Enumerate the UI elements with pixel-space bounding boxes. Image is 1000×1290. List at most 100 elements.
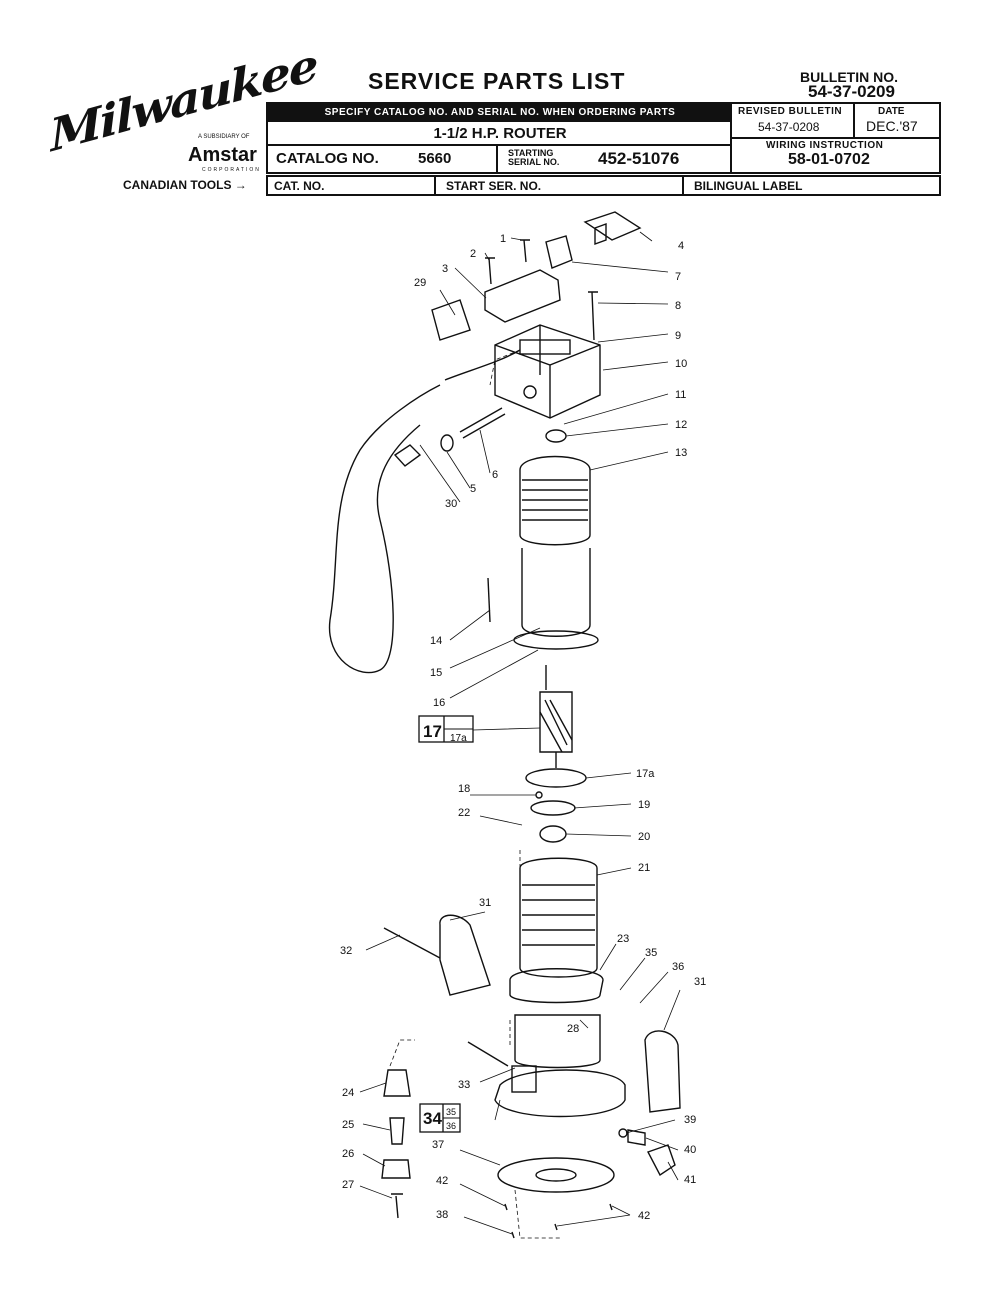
logo-amstar: Amstar [188,144,257,166]
callout-42-right: 42 [638,1210,650,1222]
base [494,1069,626,1118]
brush-spring [459,407,506,439]
housing-port [523,385,537,399]
callout-22: 22 [458,807,470,819]
callout-19: 19 [638,799,650,811]
callout-2: 2 [470,248,476,260]
callout-21: 21 [638,862,650,874]
sub-base-hole [535,1168,577,1182]
sub-base [497,1157,615,1193]
logo-corporation-text: CORPORATION [202,167,261,173]
revised-bulletin-number: 54-37-0208 [758,120,820,134]
catalog-number: 5660 [418,150,452,167]
callout-20: 20 [638,831,650,843]
page-title: SERVICE PARTS LIST [368,68,626,94]
divider [496,146,498,174]
callout-29: 29 [414,277,426,289]
callout-38: 38 [436,1209,448,1221]
housing-ribs [522,884,595,946]
base-upper [514,1014,601,1069]
callout-1: 1 [500,233,506,245]
field-shell [521,548,591,637]
switch-body [545,235,573,269]
start-ser-label: START SER. NO. [446,179,542,193]
base-clamp [511,1065,537,1093]
bulletin-label: BULLETIN NO. [800,69,898,85]
catalog-label: CATALOG NO. [276,150,379,167]
field-windings [522,479,588,521]
callout-8: 8 [675,300,681,312]
screw-27 [391,1193,403,1219]
callout-14: 14 [430,635,442,647]
callout-28: 28 [567,1023,579,1035]
callout-23: 23 [617,933,629,945]
arrow-right-icon: → [234,178,247,192]
starting-serial-label: STARTING SERIAL NO. [508,149,559,167]
collet-nut-24 [383,1069,411,1097]
callout-34-36: 36 [446,1121,456,1131]
date-label: DATE [878,106,905,117]
starting-label: STARTING [508,148,554,158]
callout-17a-box: 17a [450,733,467,744]
screw-14 [487,577,491,623]
bolt-33 [467,1041,509,1067]
callout-17a: 17a [636,768,655,780]
callout-35: 35 [645,947,657,959]
canadian-row: CAT. NO. START SER. NO. BILINGUAL LABEL [266,175,941,196]
serial-no-label: SERIAL NO. [508,157,560,167]
bolt-32 [383,927,441,959]
callout-40: 40 [684,1144,696,1156]
exploded-parts-diagram: 1 2 3 4 5 6 7 8 9 10 11 12 13 14 15 16 1… [328,211,706,1239]
revised-bulletin-label: REVISED BULLETIN [738,106,843,117]
divider [434,177,436,194]
fan-17a [525,768,587,788]
callout-25: 25 [342,1119,354,1131]
callout-13: 13 [675,447,687,459]
callout-6: 6 [492,469,498,481]
bearing-20 [539,825,567,843]
callout-5: 5 [470,483,476,495]
bulletin-number: 54-37-0209 [808,82,895,101]
cat-no-label: CAT. NO. [274,179,325,193]
housing-vent [519,339,571,355]
callout-37: 37 [432,1139,444,1151]
callout-34: 34 [423,1109,442,1128]
starting-serial-number: 452-51076 [598,149,680,168]
divider [730,137,941,139]
logo-subsidiary-text: A SUBSIDIARY OF [198,134,250,140]
armature [539,665,573,768]
screw-1 [520,239,530,263]
callout-36: 36 [672,961,684,973]
callout-34-35: 35 [446,1107,456,1117]
callout-4: 4 [678,240,684,252]
callout-3: 3 [442,263,448,275]
callout-10: 10 [675,358,687,370]
canadian-tools-label: CANADIAN TOOLS → [123,178,247,192]
callout-39: 39 [684,1114,696,1126]
handle-bracket [484,269,561,323]
callout-18: 18 [458,783,470,795]
screw-8 [588,291,598,341]
plug [393,444,422,467]
bearing-plate [530,800,576,816]
switch-button [583,211,642,245]
field-assembly [519,455,591,546]
callout-30: 30 [445,498,457,510]
callout-16: 16 [433,697,445,709]
baffle [513,630,599,650]
milwaukee-logo: Milwaukee A SUBSIDIARY OF Amstar CORPORA… [48,38,318,200]
wiring-instruction-number: 58-01-0702 [788,151,870,168]
callout-31-left: 31 [479,897,491,909]
date-value: DEC.'87 [866,118,918,134]
callout-7: 7 [675,271,681,283]
motor-housing-21 [519,857,598,978]
divider [853,104,855,137]
callout-42-left: 42 [436,1175,448,1187]
divider [730,104,732,174]
knob-41 [647,1144,676,1177]
callout-12: 12 [675,419,687,431]
callout-11: 11 [675,389,686,401]
adjusting-ring [509,968,604,1004]
cord-lead [444,349,521,381]
callout-17: 17 [423,722,442,741]
